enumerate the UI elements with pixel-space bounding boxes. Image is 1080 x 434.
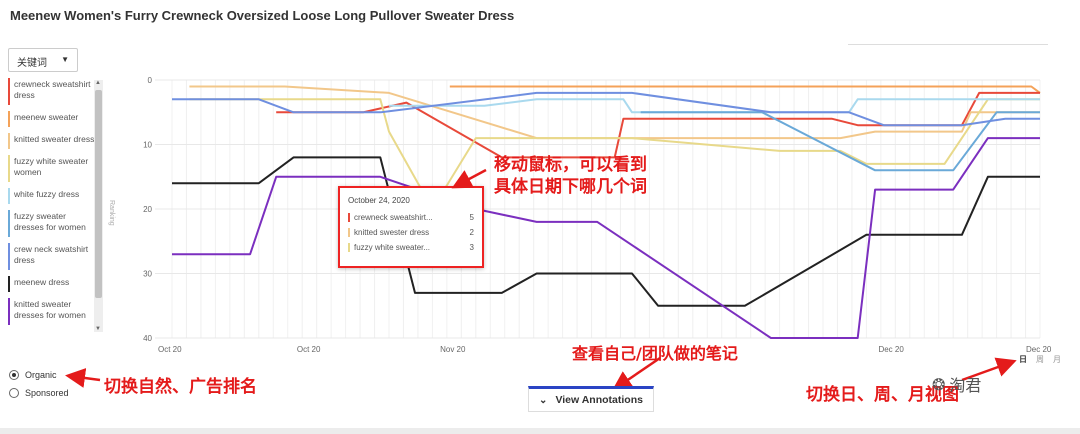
- tooltip-keyword: fuzzy white sweater...: [354, 243, 431, 252]
- page-title: Meenew Women's Furry Crewneck Oversized …: [10, 8, 515, 23]
- series-line[interactable]: [189, 98, 1040, 210]
- view-mode-day[interactable]: 日: [1019, 355, 1027, 364]
- watermark-text: 淘君: [949, 376, 982, 395]
- y-tick-label: 0: [148, 76, 153, 85]
- scroll-up-icon[interactable]: ▲: [95, 80, 101, 86]
- x-tick-label: Dec 20: [1026, 345, 1052, 354]
- organic-radio[interactable]: [9, 370, 19, 380]
- keyword-list-scrollbar[interactable]: ▲ ▼: [94, 80, 103, 332]
- tooltip-row: knitted swester dress 2: [348, 228, 474, 237]
- view-mode-month[interactable]: 月: [1053, 355, 1061, 364]
- keyword-legend-item[interactable]: fuzzy white sweater women: [8, 155, 98, 182]
- y-tick-label: 20: [143, 205, 152, 214]
- keyword-legend-item[interactable]: knitted sweater dresses for women: [8, 298, 98, 325]
- tooltip-date: October 24, 2020: [348, 196, 410, 205]
- series-line[interactable]: [389, 98, 1040, 114]
- wechat-icon: ❂: [932, 374, 946, 394]
- chevron-down-icon: ⌄: [539, 394, 548, 406]
- series-line[interactable]: [172, 137, 1040, 339]
- keyword-legend-item[interactable]: knitted sweater dress: [8, 133, 98, 149]
- hover-annotation: 移动鼠标，可以看到 具体日期下哪几个词: [494, 154, 647, 198]
- series-line[interactable]: [172, 91, 1040, 127]
- series-line[interactable]: [189, 85, 1040, 140]
- series-line[interactable]: [449, 85, 1041, 94]
- tooltip-row: crewneck sweatshirt... 5: [348, 213, 474, 222]
- x-tick-label: Dec 20: [878, 345, 904, 354]
- caret-down-icon: ▼: [61, 55, 69, 64]
- tooltip-keyword: crewneck sweatshirt...: [354, 213, 433, 222]
- hover-tooltip: October 24, 2020 crewneck sweatshirt... 5…: [338, 186, 484, 268]
- x-tick-label: Nov 20: [440, 345, 466, 354]
- y-tick-label: 10: [143, 141, 152, 150]
- tooltip-rank: 2: [469, 228, 474, 237]
- y-axis-label: Ranking: [108, 200, 115, 226]
- organic-label: Organic: [25, 370, 57, 380]
- x-tick-label: Oct 20: [158, 345, 182, 354]
- keyword-legend-list: crewneck sweatshirt dress meenew sweater k…: [8, 78, 98, 334]
- y-tick-label: 40: [143, 334, 152, 343]
- series-line[interactable]: [640, 111, 1040, 172]
- view-annotations-button[interactable]: ⌄ View Annotations: [528, 386, 654, 412]
- sponsored-radio-option[interactable]: Sponsored: [9, 388, 69, 398]
- keyword-legend-item[interactable]: crew neck swatshirt dress: [8, 243, 98, 270]
- y-tick-label: 30: [143, 270, 152, 279]
- hover-tip-line2: 具体日期下哪几个词: [494, 177, 647, 197]
- notes-annotation: 查看自己/团队做的笔记: [572, 344, 738, 363]
- keyword-legend-item[interactable]: crewneck sweatshirt dress: [8, 78, 98, 105]
- tooltip-keyword: knitted swester dress: [354, 228, 430, 237]
- scrollbar-thumb[interactable]: [95, 90, 102, 298]
- ranking-annotation: 切换自然、广告排名: [104, 377, 257, 397]
- keyword-legend-item[interactable]: fuzzy sweater dresses for women: [8, 210, 98, 237]
- scroll-down-icon[interactable]: ▼: [95, 326, 101, 332]
- watermark: ❂ 淘君: [932, 372, 981, 396]
- keyword-legend-item[interactable]: white fuzzy dress: [8, 188, 98, 204]
- keyword-legend-item[interactable]: meenew sweater: [8, 111, 98, 127]
- organic-radio-option[interactable]: Organic: [9, 370, 57, 380]
- dropdown-value: 关键词: [17, 58, 47, 69]
- series-line[interactable]: [172, 156, 1040, 307]
- view-annotations-label: View Annotations: [555, 394, 643, 406]
- tooltip-rank: 3: [469, 243, 474, 252]
- sponsored-radio[interactable]: [9, 388, 19, 398]
- keyword-type-dropdown[interactable]: 关键词 ▼: [8, 48, 78, 72]
- x-tick-label: Oct 20: [297, 345, 321, 354]
- tooltip-rank: 5: [469, 213, 474, 222]
- keyword-legend-item[interactable]: meenew dress: [8, 276, 98, 292]
- divider: [848, 44, 1048, 45]
- view-mode-week[interactable]: 周: [1036, 355, 1044, 364]
- hover-tip-line1: 移动鼠标，可以看到: [494, 155, 647, 175]
- sponsored-label: Sponsored: [25, 388, 69, 398]
- tooltip-row: fuzzy white sweater... 3: [348, 243, 474, 252]
- view-annotation: 切换日、周、月视图: [806, 385, 959, 405]
